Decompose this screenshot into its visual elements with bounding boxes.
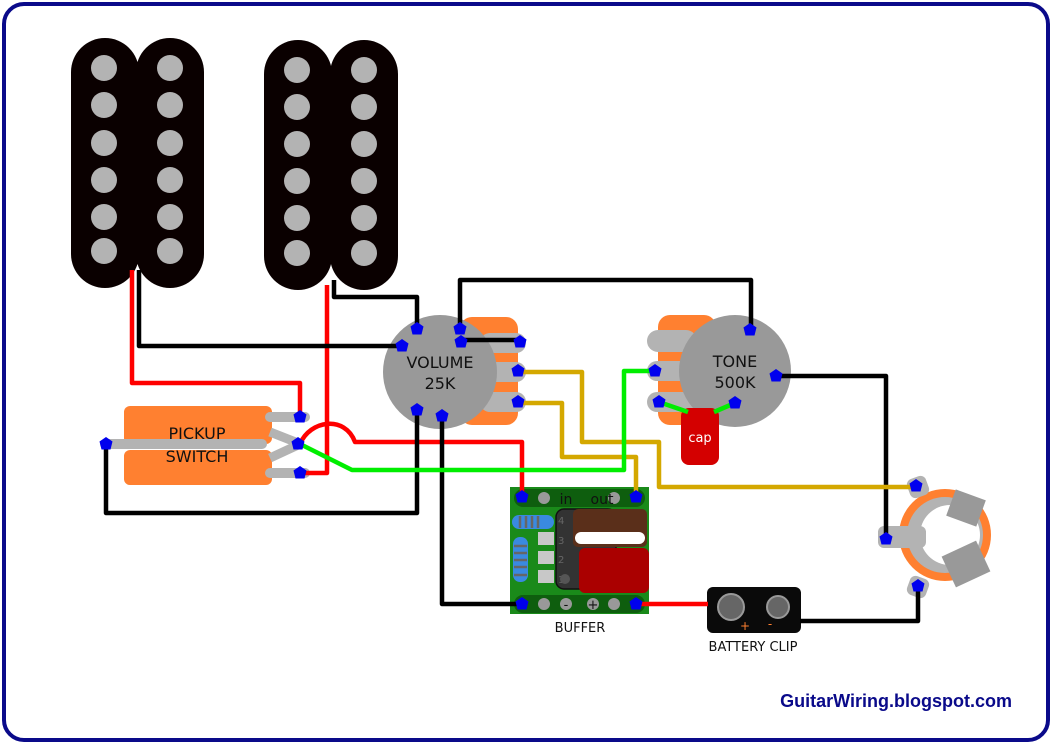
wire-bridge-ground: [331, 280, 420, 327]
tone-pot: TONE 500K: [647, 315, 791, 427]
wire-switch-ground: [103, 410, 420, 516]
buffer-out-label: out: [591, 492, 614, 508]
pickup-bridge: [264, 40, 398, 290]
battery-clip-label: BATTERY CLIP: [709, 640, 798, 655]
wire-vol-to-jack: [518, 369, 916, 490]
buffer-board: in out - + 4 3 2 1 BUFFER: [510, 487, 649, 636]
wire-buffer-ground: [439, 414, 522, 607]
volume-pot: VOLUME 25K: [383, 315, 526, 429]
ic-pin-label: 4: [558, 516, 564, 527]
tone-value: 500K: [714, 373, 756, 392]
pickup-switch-label-1: PICKUP: [169, 424, 226, 443]
volume-label: VOLUME: [407, 353, 474, 372]
capacitor-label: cap: [688, 431, 711, 446]
wire-neck-hot: [129, 270, 303, 417]
pickup-switch-label-2: SWITCH: [166, 447, 229, 466]
site-credit[interactable]: GuitarWiring.blogspot.com: [780, 691, 1012, 711]
buffer-plus-label: +: [588, 598, 599, 613]
wire-switch-to-tone: [298, 368, 655, 473]
buffer-label: BUFFER: [555, 621, 606, 636]
ic-pin-label: 3: [558, 536, 564, 547]
ic-pin-label: 2: [558, 555, 564, 566]
pickup-neck: [71, 38, 204, 288]
pole-pieces: [91, 55, 183, 264]
output-jack: [878, 475, 991, 599]
battery-clip: + - BATTERY CLIP: [707, 587, 801, 655]
buffer-in-label: in: [560, 492, 573, 508]
battery-minus-label: -: [768, 617, 772, 631]
volume-value: 25K: [425, 374, 456, 393]
buffer-minus-label: -: [564, 598, 569, 613]
tone-capacitor: cap: [681, 408, 719, 465]
pickup-switch: PICKUP SWITCH: [100, 406, 310, 485]
wire-neck-ground: [136, 270, 402, 349]
wire-battery-minus: [800, 587, 921, 624]
wire-buffer-out: [518, 400, 639, 497]
pole-pieces: [284, 57, 377, 266]
electrolytic-capacitor: [579, 548, 649, 593]
wire-switch-to-buffer: [297, 421, 525, 497]
wire-vol-to-tone: [457, 277, 754, 328]
tone-label: TONE: [712, 352, 757, 371]
battery-plus-label: +: [740, 619, 750, 633]
wire-tone-to-jack: [778, 373, 889, 539]
